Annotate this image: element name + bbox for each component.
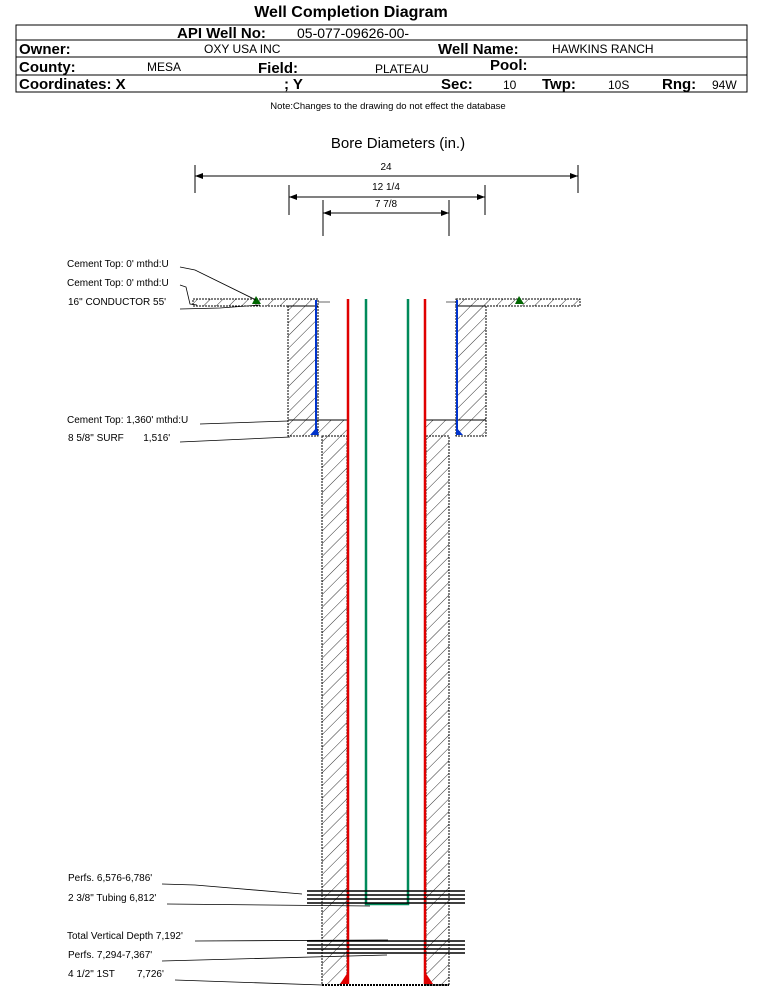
rng-value: 94W [712, 78, 737, 92]
annotation-cement-top-1: Cement Top: 0' mthd:U [67, 259, 169, 270]
annotation-surface-casing: 8 5/8" SURF 1,516' [68, 433, 170, 444]
coordinates-label: Coordinates: X [19, 76, 126, 93]
well-name-label: Well Name: [438, 41, 519, 58]
wellbore [192, 296, 581, 986]
perforations-upper [307, 890, 465, 904]
cement-top-marker-icon [515, 296, 524, 304]
tubing [364, 299, 410, 906]
county-value: MESA [147, 60, 181, 74]
bore-diameter-7-7-8: 7 7/8 [375, 199, 398, 210]
database-note: Note:Changes to the drawing do not effec… [270, 101, 505, 112]
field-value: PLATEAU [375, 62, 429, 76]
perforations-lower [307, 940, 465, 954]
owner-label: Owner: [19, 41, 71, 58]
bore-diameter-12-1-4: 12 1/4 [372, 182, 400, 193]
rng-label: Rng: [662, 76, 696, 93]
bore-diameter-24: 24 [380, 162, 392, 173]
surface-cement-left [287, 305, 319, 437]
bore-title: Bore Diameters (in.) [331, 135, 465, 152]
twp-label: Twp: [542, 76, 576, 93]
sec-value: 10 [503, 78, 517, 92]
annotations [161, 266, 389, 986]
header-table: API Well No: 05-077-09626-00- Owner: OXY… [15, 24, 748, 93]
county-label: County: [19, 59, 76, 76]
pool-label: Pool: [490, 57, 528, 74]
annotation-production-casing: 4 1/2" 1ST 7,726' [68, 969, 164, 980]
api-label: API Well No: [177, 25, 266, 42]
cement-top-marker-icon [252, 296, 261, 304]
field-label: Field: [258, 60, 298, 77]
api-value: 05-077-09626-00- [297, 25, 409, 41]
y-coordinate-label: ; Y [284, 76, 303, 93]
surface-cement-right [455, 305, 487, 437]
page-title: Well Completion Diagram [254, 4, 448, 21]
well-name-value: HAWKINS RANCH [552, 42, 654, 56]
annotation-cement-top-surface: Cement Top: 1,360' mthd:U [67, 415, 188, 426]
twp-value: 10S [608, 78, 629, 92]
bore-diameters: Bore Diameters (in.) 24 12 1/4 7 7/8 [194, 135, 579, 236]
owner-value: OXY USA INC [204, 42, 281, 56]
annotation-perfs-upper: Perfs. 6,576-6,786' [68, 873, 152, 884]
annotation-conductor: 16" CONDUCTOR 55' [68, 297, 166, 308]
annotation-total-depth: Total Vertical Depth 7,192' [67, 931, 183, 942]
annotation-perfs-lower: Perfs. 7,294-7,367' [68, 950, 152, 961]
sec-label: Sec: [441, 76, 473, 93]
annotation-cement-top-2: Cement Top: 0' mthd:U [67, 278, 169, 289]
annotation-tubing: 2 3/8" Tubing 6,812' [68, 893, 156, 904]
